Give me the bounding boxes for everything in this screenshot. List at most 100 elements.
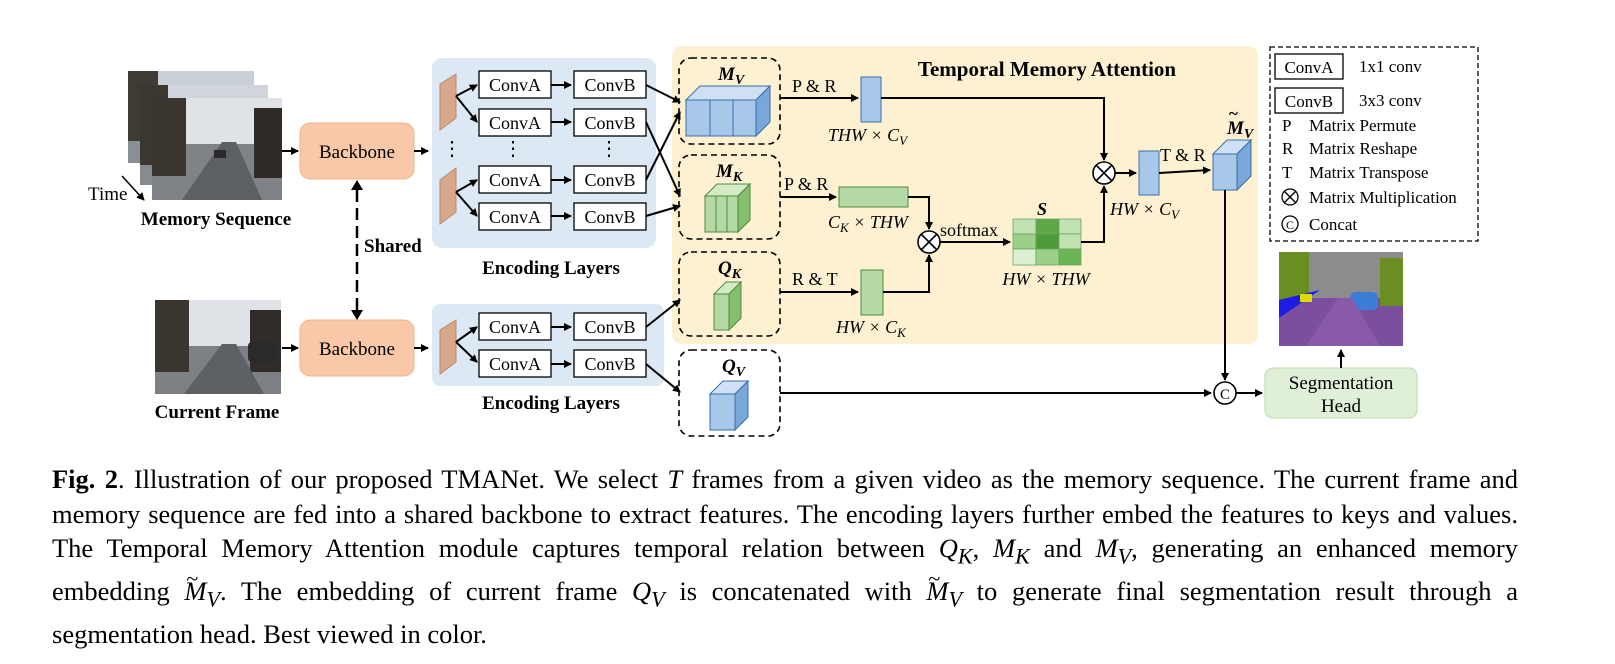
svg-text:C: C: [1286, 218, 1294, 232]
dim-ck-thw: CK × THW: [828, 212, 910, 235]
qk-box: [678, 251, 781, 337]
mv-label: MV: [717, 64, 746, 88]
concat-icon: C: [1213, 381, 1237, 405]
feature-map-top-1: [439, 73, 457, 131]
dim-thw-cv: THW × CV: [828, 125, 909, 148]
svg-text:ConvA: ConvA: [489, 75, 541, 95]
svg-text:R: R: [1282, 139, 1294, 158]
tma-title: Temporal Memory Attention: [918, 57, 1177, 81]
mv-tilde-block: [1211, 138, 1253, 192]
mk-label: MK: [715, 161, 744, 185]
svg-text:ConvA: ConvA: [1284, 58, 1334, 77]
mv-tilde-label: MV: [1226, 118, 1255, 142]
qv-label: QV: [722, 356, 747, 380]
svg-text:C: C: [1220, 387, 1230, 403]
pr-label-mv: P & R: [792, 76, 836, 96]
figure-number: Fig. 2: [52, 464, 118, 494]
svg-text:ConvB: ConvB: [584, 75, 635, 95]
dim-hw-ck: HW × CK: [835, 317, 907, 340]
svg-text:⋮: ⋮: [442, 138, 462, 160]
conva-top-2: ConvA: [478, 108, 552, 137]
svg-text:~: ~: [1229, 104, 1238, 123]
segmentation-head-label-2: Head: [1321, 396, 1362, 417]
svg-text:ConvA: ConvA: [489, 354, 541, 374]
time-label: Time: [88, 184, 127, 205]
legend-permute: P Matrix Permute: [1282, 116, 1416, 135]
svg-text:1x1 conv: 1x1 conv: [1359, 57, 1422, 76]
tmanet-diagram: Time Memory Sequence Current Frame Backb…: [88, 46, 1479, 437]
rt-label: R & T: [792, 269, 838, 289]
encoding-layers-label-top: Encoding Layers: [482, 258, 620, 279]
mv-block: [684, 84, 772, 138]
svg-text:ConvB: ConvB: [584, 354, 635, 374]
legend-convb: ConvB 3x3 conv: [1274, 87, 1422, 114]
current-frame-image: [155, 300, 281, 394]
svg-text:ConvB: ConvB: [584, 317, 635, 337]
legend-transpose: T Matrix Transpose: [1282, 163, 1428, 182]
pr-label-mk: P & R: [784, 174, 828, 194]
tma-panel: [672, 46, 1258, 344]
s-matrix: [1012, 218, 1082, 266]
time-arrow: [121, 175, 145, 201]
encoding-layers-panel-top: [432, 58, 656, 248]
qk-label: QK: [718, 258, 743, 282]
segmentation-head-label-1: Segmentation: [1289, 373, 1394, 394]
dim-hw-cv: HW × CV: [1109, 199, 1181, 222]
convb-top-3: ConvB: [573, 165, 647, 194]
convb-top-2: ConvB: [573, 108, 647, 137]
legend-conva: ConvA 1x1 conv: [1274, 53, 1422, 80]
matmul-2-icon: [1092, 161, 1116, 185]
qk-reshaped: [860, 269, 884, 316]
svg-text:ConvB: ConvB: [584, 170, 635, 190]
hw-cv-block: [1138, 150, 1160, 196]
shared-label: Shared: [364, 236, 422, 257]
svg-text:ConvB: ConvB: [1285, 92, 1333, 111]
conva-bottom-2: ConvA: [478, 349, 552, 378]
current-frame-label: Current Frame: [155, 402, 280, 423]
backbone-bottom-label: Backbone: [319, 339, 395, 360]
matmul-1-icon: [917, 230, 941, 254]
conva-top-3: ConvA: [478, 165, 552, 194]
conva-top-1: ConvA: [478, 70, 552, 99]
dim-hw-thw: HW × THW: [1001, 269, 1091, 289]
legend-reshape: R Matrix Reshape: [1282, 139, 1417, 158]
svg-text:⋮: ⋮: [599, 138, 619, 160]
softmax-label: softmax: [940, 220, 998, 240]
svg-text:P: P: [1282, 116, 1291, 135]
svg-text:Matrix Transpose: Matrix Transpose: [1309, 163, 1428, 182]
legend-concat: C Concat: [1281, 215, 1357, 234]
svg-text:ConvA: ConvA: [489, 317, 541, 337]
memory-sequence-images: [128, 71, 282, 200]
mv-box: [678, 57, 781, 145]
encoding-layers-label-bottom: Encoding Layers: [482, 393, 620, 414]
mv-reshaped: [860, 76, 882, 123]
svg-text:Matrix Multiplication: Matrix Multiplication: [1309, 188, 1457, 207]
conva-bottom-1: ConvA: [478, 312, 552, 341]
svg-text:3x3 conv: 3x3 conv: [1359, 91, 1422, 110]
svg-text:Concat: Concat: [1309, 215, 1357, 234]
svg-text:T: T: [1282, 163, 1293, 182]
convb-top-4: ConvB: [573, 202, 647, 231]
convb-bottom-2: ConvB: [573, 349, 647, 378]
feature-map-top-2: [439, 167, 457, 225]
legend-multiplication: Matrix Multiplication: [1281, 188, 1457, 207]
feature-map-bottom: [439, 319, 457, 375]
qk-block: [712, 280, 743, 332]
convb-top-1: ConvB: [573, 70, 647, 99]
svg-text:ConvA: ConvA: [489, 170, 541, 190]
svg-text:ConvA: ConvA: [489, 113, 541, 133]
backbone-top-label: Backbone: [319, 142, 395, 163]
memory-sequence-label: Memory Sequence: [141, 209, 291, 230]
mk-block: [703, 182, 752, 234]
svg-text:Matrix Reshape: Matrix Reshape: [1309, 139, 1417, 158]
qv-block: [708, 379, 750, 432]
conva-top-4: ConvA: [478, 202, 552, 231]
svg-text:⋮: ⋮: [503, 138, 523, 160]
svg-text:Matrix Permute: Matrix Permute: [1309, 116, 1416, 135]
convb-bottom-1: ConvB: [573, 312, 647, 341]
qv-box: [678, 349, 781, 437]
svg-text:ConvB: ConvB: [584, 113, 635, 133]
figure-caption: Fig. 2. Illustration of our proposed TMA…: [52, 464, 1519, 649]
s-label: S: [1037, 199, 1047, 219]
svg-text:ConvA: ConvA: [489, 207, 541, 227]
